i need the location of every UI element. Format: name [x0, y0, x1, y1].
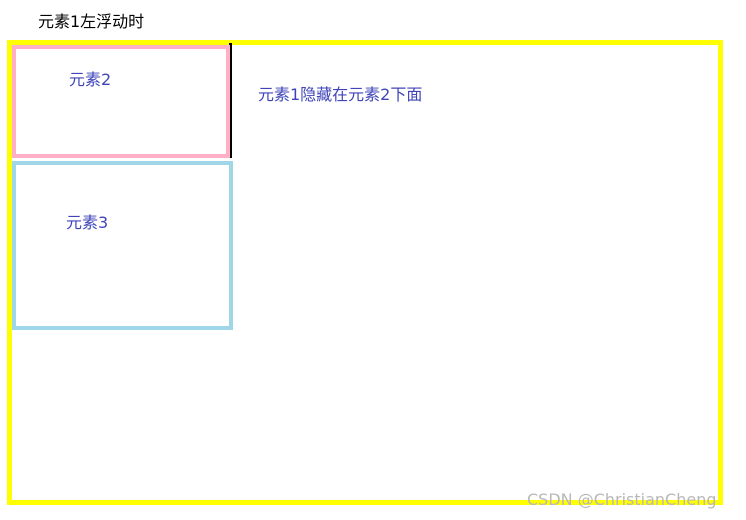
element3-box [12, 161, 233, 330]
page-title: 元素1左浮动时 [38, 12, 145, 31]
element1-label: 元素1隐藏在元素2下面 [258, 85, 423, 104]
element2-label: 元素2 [69, 70, 112, 89]
element2-box [12, 45, 230, 158]
element1-edge-divider [229, 43, 232, 158]
watermark-text: CSDN @ChristianCheng [527, 490, 717, 509]
outer-container [7, 40, 723, 505]
element3-label: 元素3 [66, 213, 109, 232]
